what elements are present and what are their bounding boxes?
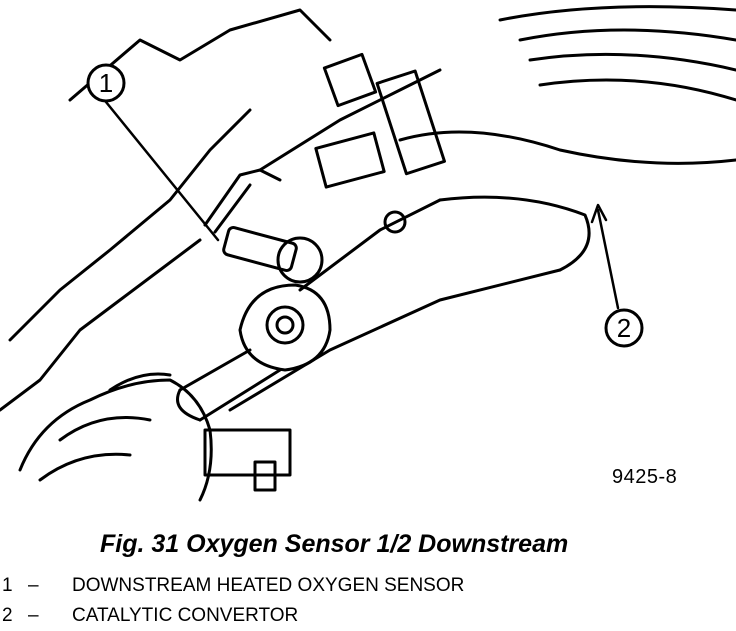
converter-rib-3 (538, 78, 736, 102)
hand-finger-1 (108, 372, 172, 392)
body-panel-edge-lower (8, 108, 252, 342)
callout-2-leader (596, 208, 620, 310)
figure-id: 9425-8 (612, 466, 678, 488)
callout-2: 2 (604, 308, 644, 348)
converter-rib-1 (518, 28, 736, 42)
sensor-wire-2 (213, 183, 252, 234)
converter-shield-outer (498, 5, 736, 22)
oxygen-sensor-body (222, 226, 298, 272)
converter-lower (438, 195, 591, 272)
ratchet-head (238, 283, 332, 372)
bracket-3 (314, 131, 386, 189)
legend: 1– DOWNSTREAM HEATED OXYGEN SENSOR 2– CATA… (2, 571, 464, 631)
ratchet-handle-bottom (198, 368, 282, 422)
mounting-nut (253, 460, 277, 492)
ratchet-handle-end (176, 388, 202, 422)
bracket-1 (322, 52, 378, 108)
hand-outline (18, 378, 213, 502)
body-panel-edge (68, 8, 332, 102)
ratchet-drive (265, 305, 305, 345)
callout-1-leader (104, 100, 220, 242)
callout-1: 1 (86, 63, 126, 103)
exhaust-pipe-lower (228, 268, 562, 412)
ratchet-handle-top (178, 348, 252, 392)
converter-body-edge (398, 130, 736, 165)
legend-dash: – (28, 605, 39, 626)
hand-finger-3 (38, 452, 132, 482)
oxygen-sensor-illustration: 1 2 (0, 5, 736, 502)
legend-number: 2 (2, 605, 13, 626)
callout-2-arrowhead (590, 203, 608, 224)
legend-text: CATALYTIC CONVERTOR (72, 605, 299, 626)
bracket-2 (375, 69, 446, 176)
ratchet-drive-inner (275, 315, 295, 335)
legend-item: 1– DOWNSTREAM HEATED OXYGEN SENSOR (2, 571, 464, 601)
body-panel-fold (0, 238, 202, 412)
exhaust-pipe-bottom (298, 198, 442, 292)
bracket-bolt (383, 210, 407, 234)
hand-finger-2 (58, 416, 152, 442)
legend-text: DOWNSTREAM HEATED OXYGEN SENSOR (72, 575, 465, 596)
sensor-wire (203, 168, 282, 227)
callout-2-number: 2 (617, 313, 631, 343)
figure-caption: Fig. 31 Oxygen Sensor 1/2 Downstream (100, 530, 569, 558)
mounting-plate (203, 428, 292, 477)
legend-item: 2– CATALYTIC CONVERTOR (2, 601, 464, 631)
callout-1-number: 1 (99, 68, 113, 98)
legend-dash: – (28, 575, 39, 596)
legend-number: 1 (2, 575, 13, 596)
sensor-socket (276, 236, 324, 284)
converter-rib-2 (528, 52, 736, 72)
exhaust-pipe-top (258, 68, 442, 172)
